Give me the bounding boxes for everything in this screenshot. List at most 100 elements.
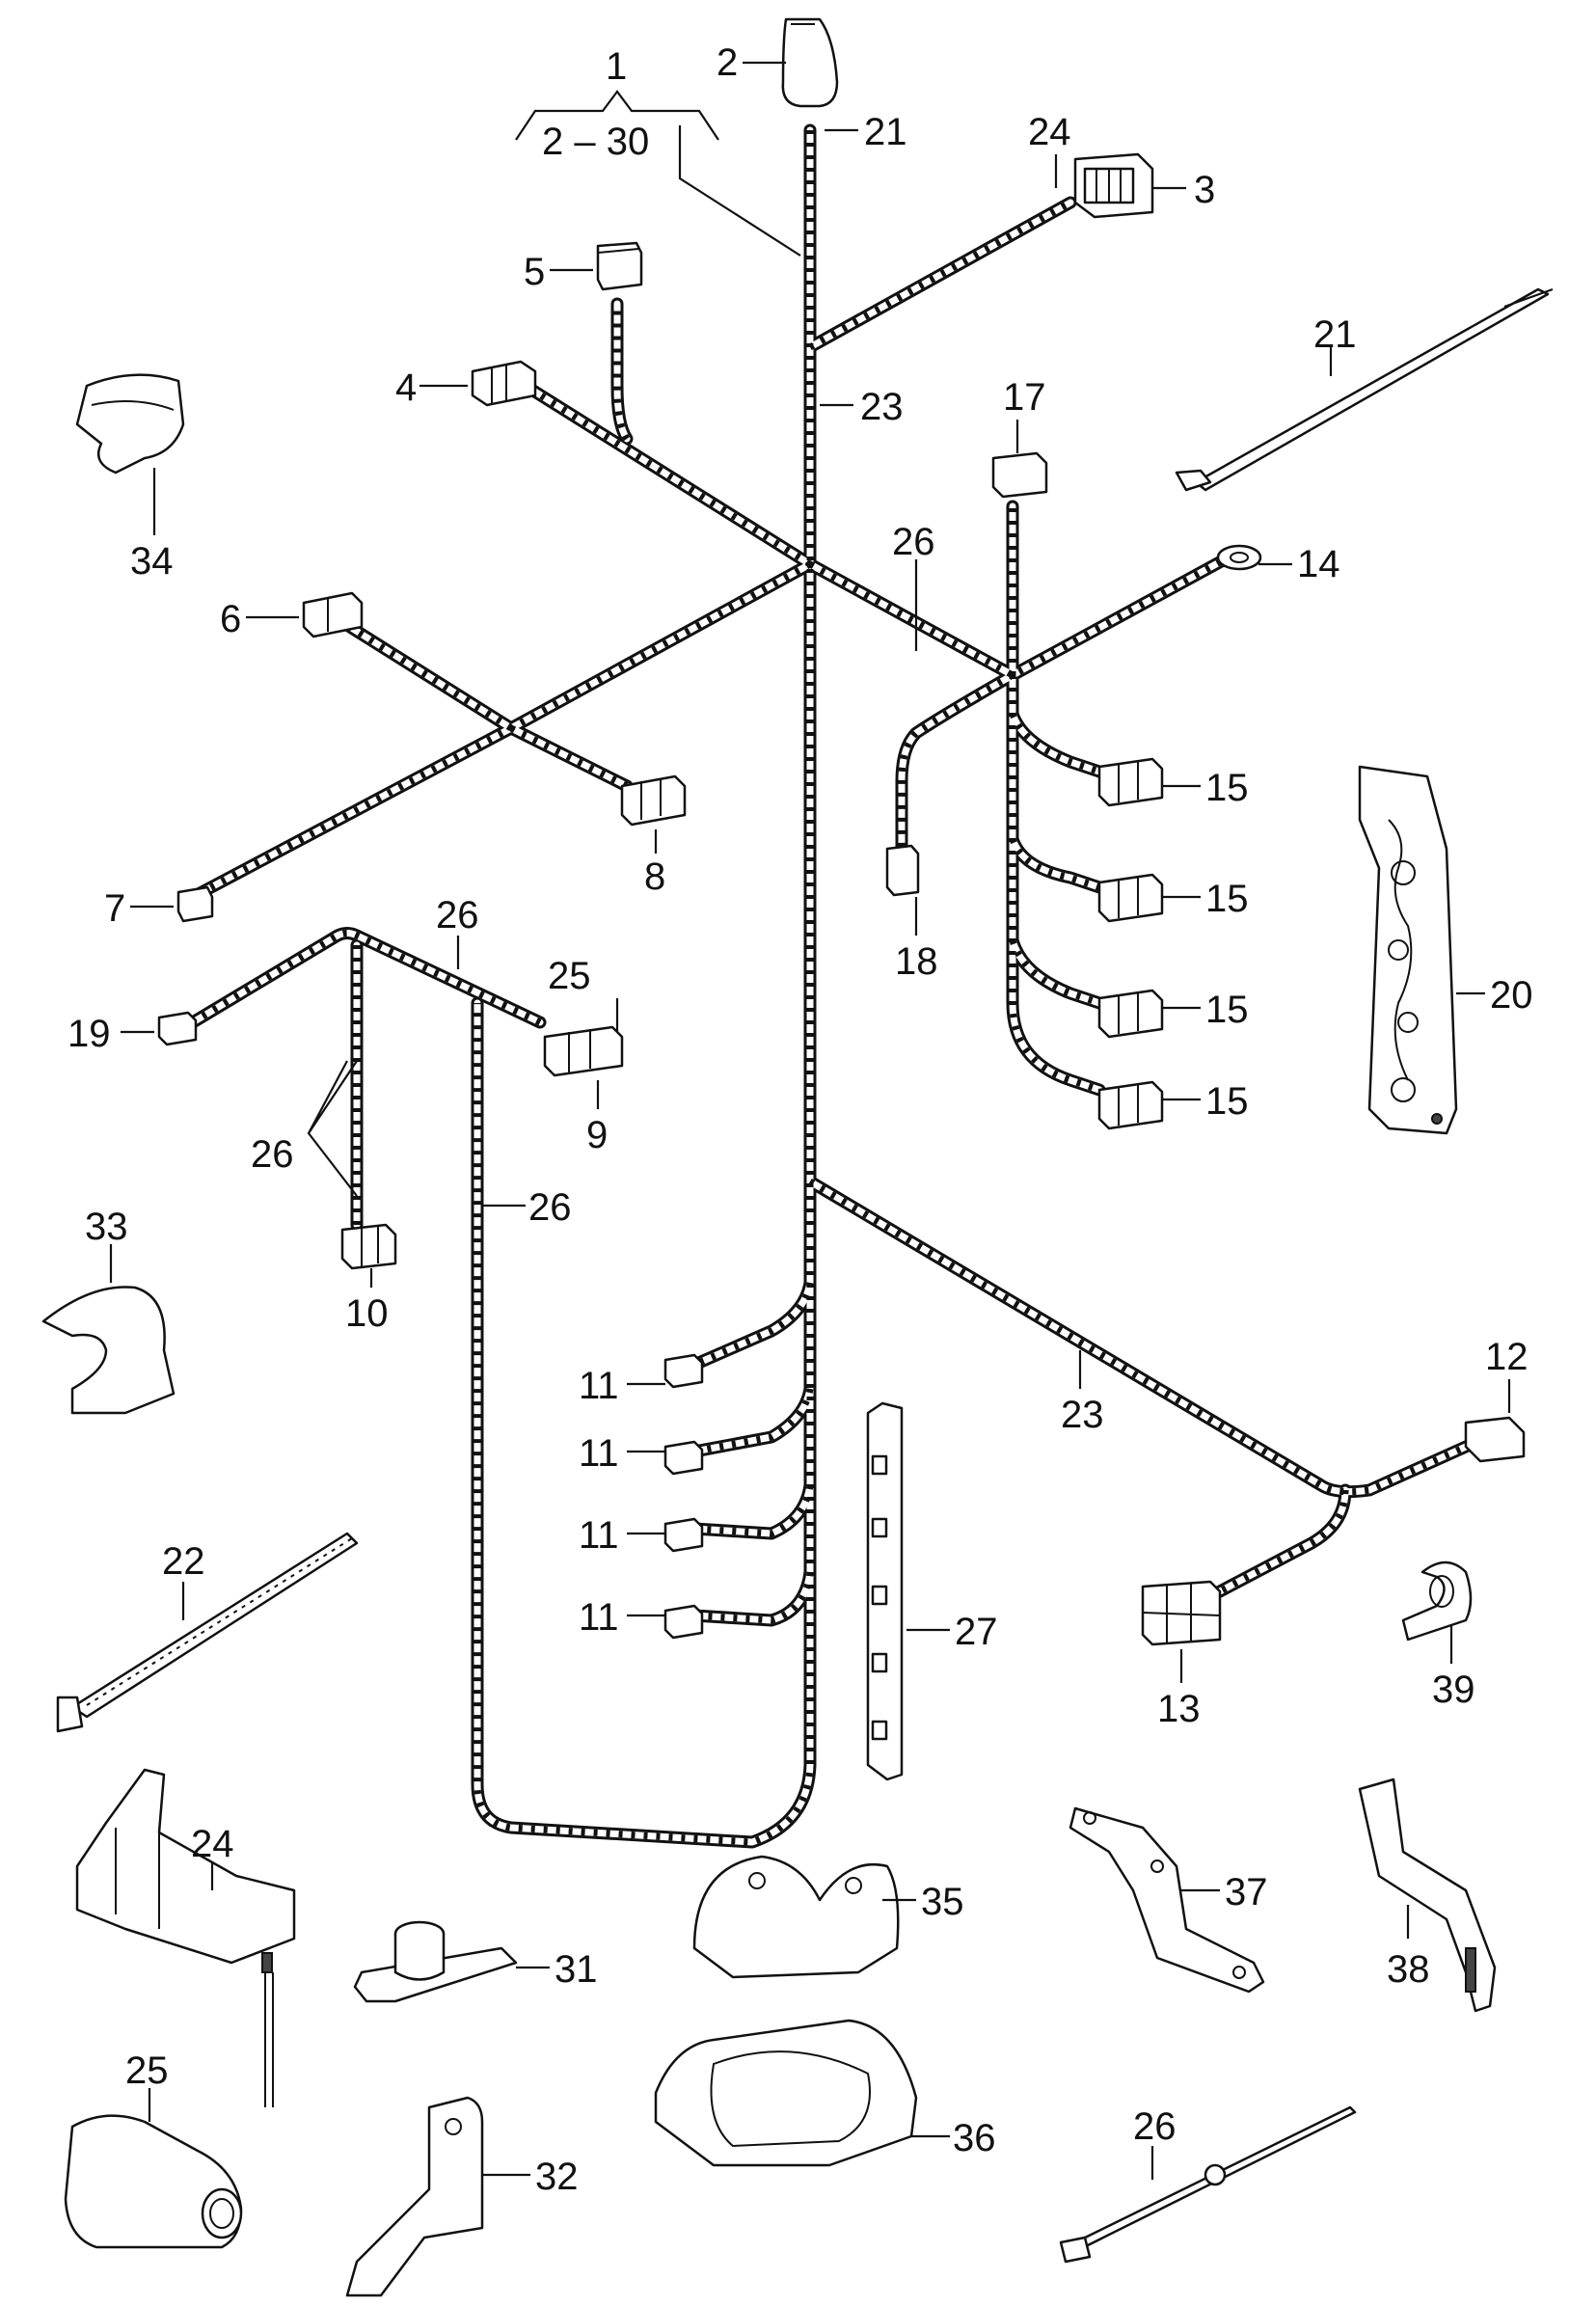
label-18: 18 [895,940,938,983]
part-33-clip [41,1286,176,1415]
part-20-bracket [1358,765,1458,1135]
part-11-connector [663,1353,704,1389]
label-23: 23 [860,386,904,428]
part-15-connector [1097,873,1164,923]
harness-segment [1006,707,1106,778]
label-31: 31 [555,1948,598,1991]
part-35-holder [692,1855,900,1979]
group-bracket [515,90,719,141]
label-23: 23 [1061,1394,1104,1436]
harness-layer [186,123,1473,1849]
part-11-connector [663,1517,704,1553]
harness-segment [806,1178,1470,1496]
part-24-holder [75,1768,296,2107]
label-7: 7 [104,887,125,930]
part-14-ring-terminal [1216,544,1262,571]
part-10-connector [340,1223,397,1270]
part-3-connector [1073,152,1154,219]
label-27: 27 [955,1611,998,1653]
harness-layer [191,130,1468,1846]
harness-segment [806,199,1074,351]
label-21: 21 [1313,313,1357,356]
label-8: 8 [644,855,665,898]
part-32-bracket [345,2096,484,2297]
part-19-connector [157,1011,198,1046]
part-17-connector [991,451,1048,499]
harness-segment [1218,1489,1349,1595]
label-21: 21 [864,111,907,153]
part-15-connector [1097,1080,1164,1130]
part-21-cable-tie [1175,287,1554,492]
harness-segment [895,668,1019,855]
harness-segment [1213,1483,1352,1598]
part-38-bracket [1358,1778,1497,2013]
label-15: 15 [1205,878,1249,920]
part-11-connector [663,1440,704,1476]
label-12: 12 [1485,1336,1528,1378]
label-25: 25 [548,955,591,997]
label-37: 37 [1225,1871,1268,1913]
label-5: 5 [524,251,545,293]
part-18-connector [885,844,920,897]
label-3: 3 [1194,169,1215,211]
harness-segment [808,1178,1468,1496]
harness-segment [509,724,629,790]
harness-segment [1009,675,1101,1094]
harness-segment [1009,712,1101,775]
label-26: 26 [528,1186,572,1229]
harness-layer [189,126,1470,1846]
part-5-connector [596,241,643,291]
part-15-connector [1097,989,1164,1039]
harness-segment [338,618,515,732]
part-36-cover [654,2019,918,2167]
label-13: 13 [1157,1688,1201,1730]
harness-segment [688,1276,817,1371]
label-14: 14 [1297,543,1340,585]
label-2: 2 [717,41,738,84]
label-6: 6 [220,598,241,640]
label-10: 10 [345,1292,389,1335]
harness-segment [692,1282,814,1369]
part-39-clamp [1401,1561,1473,1642]
label-33: 33 [85,1206,128,1248]
harness-segment [688,1479,817,1540]
part-27-clip-strip [866,1401,904,1781]
label-11: 11 [579,1596,619,1639]
part-8-connector [620,774,687,827]
label-25: 25 [125,2049,169,2092]
label-38: 38 [1387,1948,1430,1991]
label-20: 20 [1490,974,1533,1017]
leader-lines [109,61,1511,2180]
label-39: 39 [1432,1669,1475,1711]
label-15: 15 [1205,1080,1249,1123]
label-26: 26 [251,1133,294,1176]
label-2-30: 2 – 30 [542,121,649,163]
part-6-connector [302,591,364,638]
harness-segment [808,556,1227,679]
harness-segment [189,560,814,901]
label-17: 17 [1003,376,1046,419]
harness [186,123,1473,1849]
harness-segment [898,671,1014,849]
part-34-clip [75,373,185,475]
label-26: 26 [1133,2105,1177,2148]
label-15: 15 [1205,989,1249,1031]
part-12-connector [1464,1416,1526,1463]
label-35: 35 [921,1881,964,1923]
part-31-stud [353,1920,518,2003]
harness-segment [186,927,547,1029]
label-19: 19 [68,1013,111,1055]
label-22: 22 [162,1540,205,1583]
label-36: 36 [953,2117,996,2159]
harness-segment [1006,934,1106,1010]
callout-labels: 1 2 – 30 2 21 24 3 5 4 23 21 17 34 26 14… [68,41,1533,2198]
harness-segment [693,1484,814,1537]
part-9-connector [543,1025,624,1077]
part-2-grommet [781,17,839,108]
harness-segment [803,1175,1473,1499]
label-1: 1 [606,45,627,88]
part-11-connector [663,1604,704,1640]
part-37-bracket [1069,1806,1265,1994]
harness-segment [613,304,631,441]
